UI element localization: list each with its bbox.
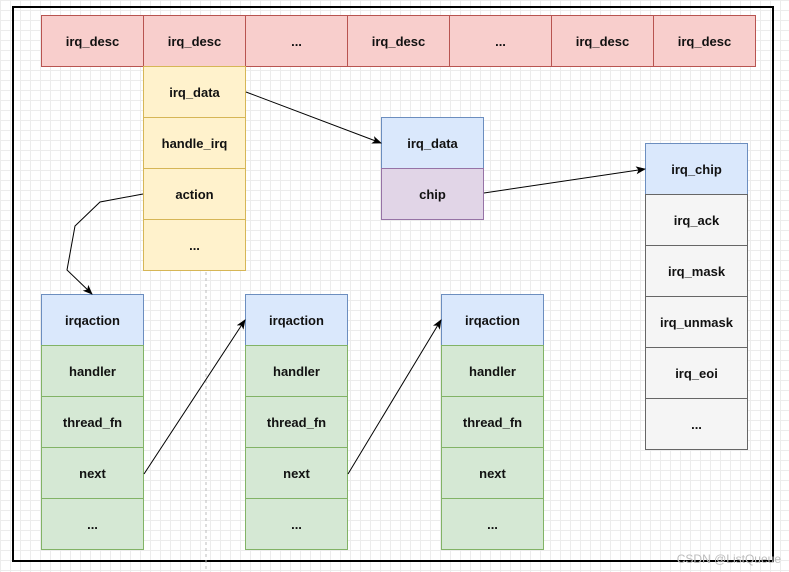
irqaction-2-header: irqaction <box>245 294 348 346</box>
irq-desc-cell: irq_desc <box>551 15 654 67</box>
irq-desc-field-more: ... <box>143 219 246 271</box>
irq-desc-field-handle-irq: handle_irq <box>143 117 246 169</box>
diagram-frame <box>12 6 774 562</box>
irq-chip-field-mask: irq_mask <box>645 245 748 297</box>
irq-chip-field-ack: irq_ack <box>645 194 748 246</box>
irq-chip-field-unmask: irq_unmask <box>645 296 748 348</box>
irqaction-3-field-next: next <box>441 447 544 499</box>
irqaction-3-field-more: ... <box>441 498 544 550</box>
irqaction-3-field-handler: handler <box>441 345 544 397</box>
irqaction-1-field-handler: handler <box>41 345 144 397</box>
irq-desc-cell: ... <box>449 15 552 67</box>
irq-chip-header: irq_chip <box>645 143 748 195</box>
irq-chip-field-eoi: irq_eoi <box>645 347 748 399</box>
irq-desc-cell: irq_desc <box>41 15 144 67</box>
irq-data-field-chip: chip <box>381 168 484 220</box>
irqaction-2-field-thread-fn: thread_fn <box>245 396 348 448</box>
irqaction-2-field-more: ... <box>245 498 348 550</box>
irq-data-header: irq_data <box>381 117 484 169</box>
irq-desc-cell: ... <box>245 15 348 67</box>
irq-desc-cell: irq_desc <box>143 15 246 67</box>
irqaction-1-field-next: next <box>41 447 144 499</box>
irq-chip-field-more: ... <box>645 398 748 450</box>
irqaction-2-field-handler: handler <box>245 345 348 397</box>
irq-desc-cell: irq_desc <box>653 15 756 67</box>
irqaction-1-field-more: ... <box>41 498 144 550</box>
watermark: CSDN @ListQueue <box>676 552 781 566</box>
irqaction-3-header: irqaction <box>441 294 544 346</box>
irqaction-3-field-thread-fn: thread_fn <box>441 396 544 448</box>
irq-desc-field-action: action <box>143 168 246 220</box>
irqaction-1-header: irqaction <box>41 294 144 346</box>
irqaction-2-field-next: next <box>245 447 348 499</box>
irq-desc-field-irq-data: irq_data <box>143 66 246 118</box>
irqaction-1-field-thread-fn: thread_fn <box>41 396 144 448</box>
irq-desc-cell: irq_desc <box>347 15 450 67</box>
